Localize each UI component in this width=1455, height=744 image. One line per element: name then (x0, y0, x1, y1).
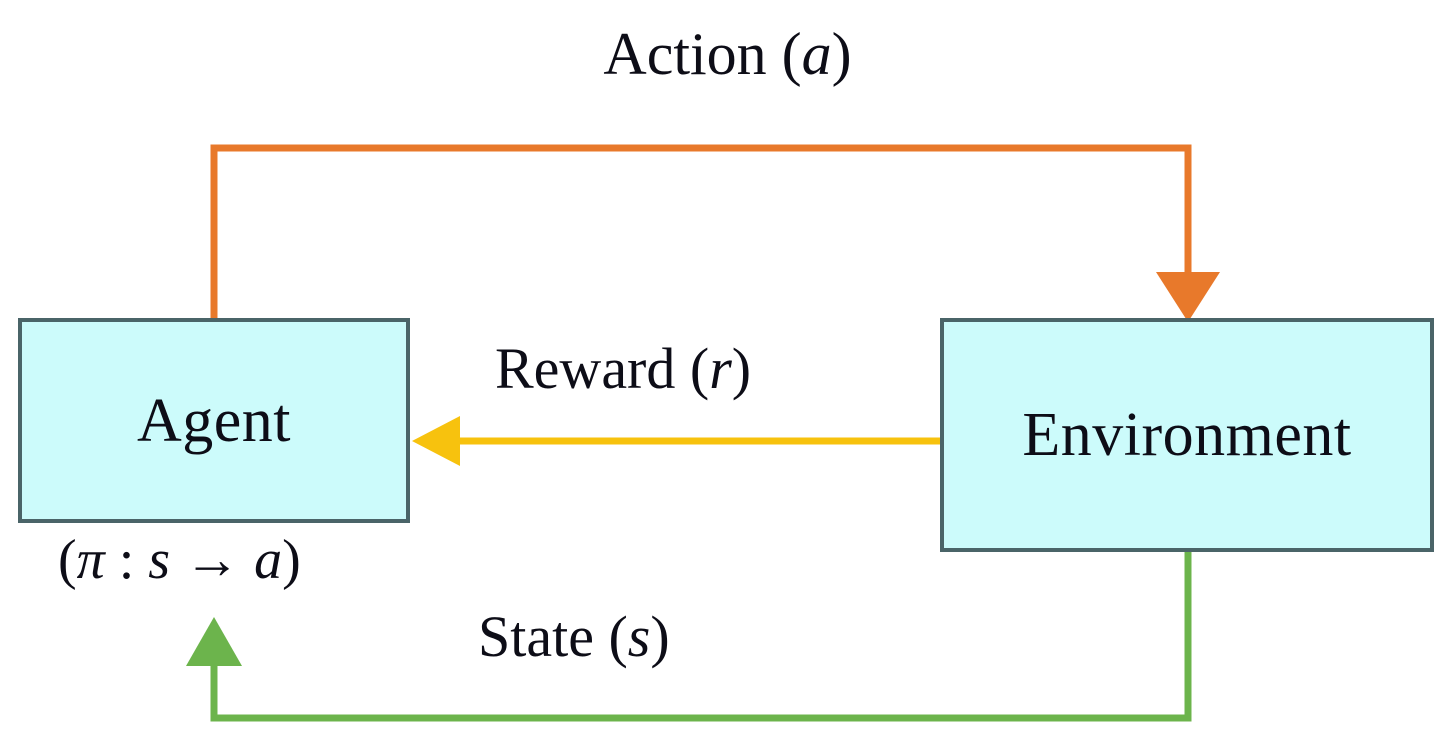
reward-edge-label: Reward (r) (495, 340, 751, 398)
action-label-prefix: Action ( (603, 21, 802, 87)
agent-policy-annotation: (π : s → a) (58, 532, 301, 588)
action-label-suffix: ) (831, 21, 852, 87)
environment-node-label: Environment (1022, 401, 1352, 469)
policy-close-paren: ) (282, 529, 301, 591)
state-arrowhead-icon (186, 617, 242, 666)
policy-action-variable: a (254, 529, 283, 591)
state-label-prefix: State ( (478, 604, 628, 669)
agent-node-label: Agent (136, 386, 292, 455)
reward-arrowhead-icon (412, 416, 460, 466)
state-edge (186, 552, 1192, 722)
policy-pi-symbol: π (76, 529, 105, 591)
reward-label-prefix: Reward ( (495, 336, 710, 401)
agent-node[interactable]: Agent (18, 318, 410, 523)
state-edge-label: State (s) (478, 608, 670, 666)
action-edge-label: Action (a) (0, 24, 1455, 84)
environment-node[interactable]: Environment (940, 318, 1434, 552)
policy-maps-to-arrow-icon: → (170, 529, 255, 591)
state-edge-line (210, 552, 1192, 722)
action-label-variable: a (801, 21, 832, 87)
policy-colon: : (104, 529, 149, 591)
policy-open-paren: ( (58, 529, 77, 591)
state-label-suffix: ) (650, 604, 670, 669)
state-label-variable: s (627, 604, 651, 669)
reward-edge (412, 416, 940, 466)
reward-label-variable: r (709, 336, 732, 401)
action-edge (210, 144, 1220, 322)
action-arrowhead-icon (1156, 272, 1220, 322)
reward-label-suffix: ) (731, 336, 752, 401)
policy-state-variable: s (148, 529, 171, 591)
action-edge-line (210, 144, 1192, 322)
